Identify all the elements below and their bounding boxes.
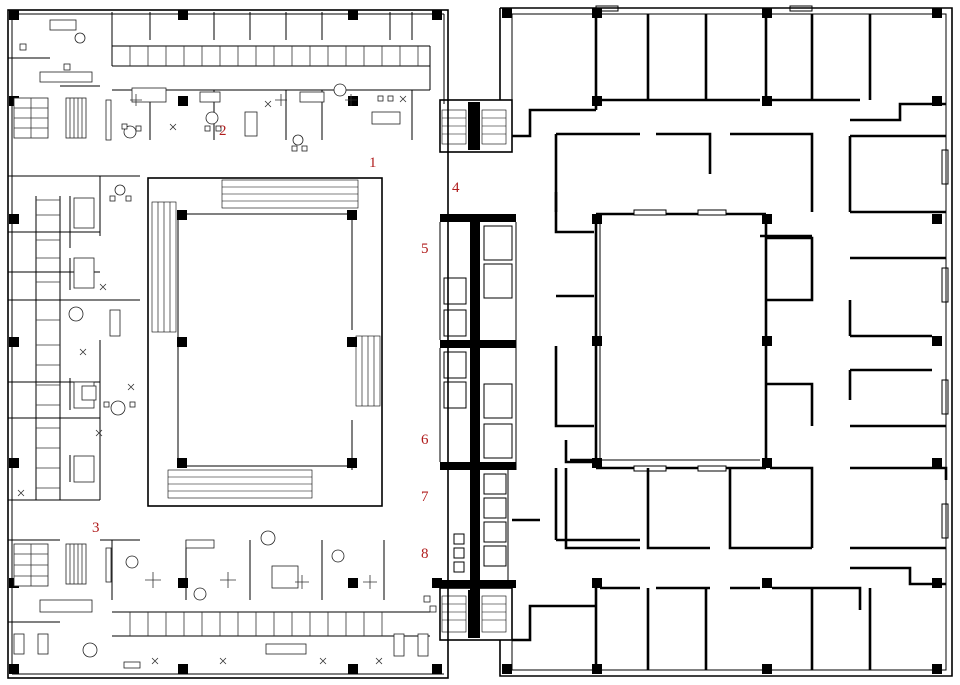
- label-1: 1: [369, 155, 377, 171]
- escalator-top: [221, 179, 359, 209]
- label-4: 4: [452, 180, 460, 196]
- right-wing: [499, 5, 953, 677]
- atrium-void: [147, 177, 383, 507]
- windows: [595, 5, 949, 539]
- left-wing: [7, 9, 449, 679]
- elevators: [439, 222, 517, 580]
- top-cubicles: [111, 12, 431, 152]
- escalator-bottom: [167, 469, 313, 499]
- right-wing-outline: [499, 7, 953, 677]
- label-6: 6: [421, 432, 429, 448]
- top-offices: [512, 14, 946, 238]
- label-3: 3: [92, 520, 100, 536]
- label-8: 8: [421, 546, 429, 562]
- east-offices: [766, 236, 948, 586]
- escalator-left: [151, 201, 177, 333]
- service-core: [439, 99, 517, 641]
- atrium: [147, 177, 383, 507]
- bottom-offices: [512, 468, 872, 670]
- top-left-room: [8, 19, 112, 141]
- label-2: 2: [219, 123, 227, 139]
- escalator-right: [355, 335, 381, 407]
- label-7: 7: [421, 489, 429, 505]
- columns-right: [502, 8, 942, 674]
- zone-labels: 1 2 3 4 5 6 7 8: [92, 123, 460, 562]
- west-offices: [512, 294, 640, 542]
- left-cubicles: [8, 175, 140, 501]
- inner-court: [594, 212, 768, 470]
- label-5: 5: [421, 241, 429, 257]
- bottom-cubicles: [8, 530, 437, 669]
